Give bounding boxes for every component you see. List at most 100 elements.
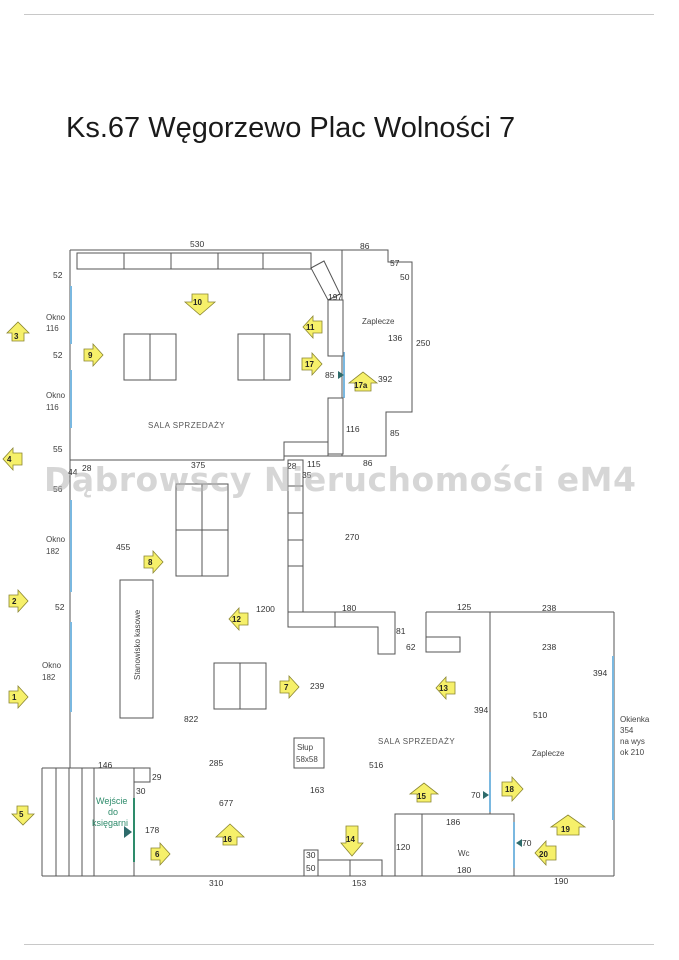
dimension-label: 116 bbox=[346, 424, 360, 434]
svg-text:17a: 17a bbox=[354, 381, 368, 390]
svg-text:12: 12 bbox=[232, 615, 241, 624]
window-labels: Okno 116 Okno 116 Okno 182 Okno 182 bbox=[42, 313, 66, 682]
dimension-label: 85 bbox=[325, 370, 335, 380]
dimension-label: 238 bbox=[542, 603, 556, 613]
dimension-label: 62 bbox=[406, 642, 416, 652]
window-label: Okno bbox=[42, 661, 62, 670]
dimension-label: 44 bbox=[68, 467, 78, 477]
dimension-label: 178 bbox=[145, 825, 159, 835]
okienka-label-4: ok 210 bbox=[620, 748, 645, 757]
dimensions: 530 86 57 50 52 197 136 250 52 85 392 11… bbox=[53, 239, 607, 888]
dimension-label: 55 bbox=[53, 444, 63, 454]
dimension-label: 50 bbox=[306, 863, 316, 873]
dimension-label: 136 bbox=[388, 333, 402, 343]
arrow-11[interactable]: 11 bbox=[302, 314, 323, 340]
dimension-label: 180 bbox=[342, 603, 356, 613]
arrow-20[interactable]: 20 bbox=[534, 839, 557, 867]
arrow-17[interactable]: 17 bbox=[301, 351, 323, 377]
arrow-18[interactable]: 18 bbox=[501, 775, 524, 803]
svg-text:10: 10 bbox=[193, 298, 202, 307]
arrow-5[interactable]: 5 bbox=[11, 805, 35, 826]
room-labels: SALA SPRZEDAŻY SALA SPRZEDAŻY Zaplecze Z… bbox=[92, 317, 650, 858]
dimension-label: 510 bbox=[533, 710, 547, 720]
svg-text:19: 19 bbox=[561, 825, 570, 834]
svg-text:11: 11 bbox=[306, 323, 315, 332]
room-sala-top: SALA SPRZEDAŻY bbox=[148, 421, 225, 430]
svg-text:8: 8 bbox=[148, 558, 153, 567]
svg-text:14: 14 bbox=[346, 835, 355, 844]
svg-text:2: 2 bbox=[12, 597, 17, 606]
dimension-label: 28 bbox=[82, 463, 92, 473]
svg-text:16: 16 bbox=[223, 835, 232, 844]
svg-text:6: 6 bbox=[155, 850, 160, 859]
dimension-label: 190 bbox=[554, 876, 568, 886]
arrow-19[interactable]: 19 bbox=[549, 814, 587, 836]
dimension-label: 115 bbox=[307, 459, 321, 469]
arrow-6[interactable]: 6 bbox=[150, 841, 171, 867]
furniture bbox=[76, 252, 522, 847]
arrow-16[interactable]: 16 bbox=[214, 823, 246, 846]
okienka-label-3: na wys bbox=[620, 737, 645, 746]
arrow-10[interactable]: 10 bbox=[183, 293, 217, 316]
dimension-label: 85 bbox=[390, 428, 400, 438]
dimension-label: 120 bbox=[396, 842, 410, 852]
arrow-17a[interactable]: 17a bbox=[347, 371, 379, 392]
dimension-label: 35 bbox=[302, 470, 312, 480]
dimension-label: 677 bbox=[219, 798, 233, 808]
arrow-2[interactable]: 2 bbox=[8, 588, 29, 614]
dimension-label: 56 bbox=[53, 484, 63, 494]
arrow-15[interactable]: 15 bbox=[408, 782, 440, 803]
window-label: 182 bbox=[42, 673, 56, 682]
arrow-1[interactable]: 1 bbox=[8, 684, 29, 710]
dimension-label: 81 bbox=[396, 626, 406, 636]
dimension-label: 394 bbox=[474, 705, 488, 715]
page-title: Ks.67 Węgorzewo Plac Wolności 7 bbox=[66, 112, 516, 144]
dimension-label: 822 bbox=[184, 714, 198, 724]
arrow-8[interactable]: 8 bbox=[143, 549, 164, 575]
dimension-label: 180 bbox=[457, 865, 471, 875]
svg-text:4: 4 bbox=[7, 455, 12, 464]
dimension-label: 163 bbox=[310, 785, 324, 795]
window-label: 182 bbox=[46, 547, 60, 556]
dimension-label: 392 bbox=[378, 374, 392, 384]
pillar-label-1: Słup bbox=[297, 743, 314, 752]
windows bbox=[70, 286, 614, 868]
entry-label-1: Wejście bbox=[96, 796, 127, 806]
dimension-label: 455 bbox=[116, 542, 130, 552]
dimension-label: 394 bbox=[593, 668, 607, 678]
dimension-label: 125 bbox=[457, 602, 471, 612]
window-label: 116 bbox=[46, 403, 59, 412]
okienka-label-1: Okienka bbox=[620, 715, 650, 724]
dimension-label: 52 bbox=[53, 350, 63, 360]
dimension-label: 70 bbox=[471, 790, 481, 800]
dimension-label: 186 bbox=[446, 817, 460, 827]
svg-text:9: 9 bbox=[88, 351, 93, 360]
arrow-12[interactable]: 12 bbox=[228, 606, 249, 632]
svg-text:17: 17 bbox=[305, 360, 314, 369]
arrow-14[interactable]: 14 bbox=[340, 825, 364, 857]
entry-label-3: księgarni bbox=[92, 818, 128, 828]
okienka-label-2: 354 bbox=[620, 726, 634, 735]
photo-arrows[interactable]: 1 2 6 7 8 9 17 18 20 11 12 13 4 3 15 16 … bbox=[2, 293, 587, 867]
dimension-label: 52 bbox=[53, 270, 63, 280]
svg-text:15: 15 bbox=[417, 792, 426, 801]
window-label: Okno bbox=[46, 535, 66, 544]
pillar-label-2: 58x58 bbox=[296, 755, 318, 764]
arrow-4[interactable]: 4 bbox=[2, 446, 23, 472]
dimension-label: 285 bbox=[209, 758, 223, 768]
arrow-3[interactable]: 3 bbox=[6, 321, 30, 342]
svg-text:20: 20 bbox=[539, 850, 548, 859]
dimension-label: 375 bbox=[191, 460, 205, 470]
arrow-13[interactable]: 13 bbox=[435, 675, 456, 701]
room-sala-bottom: SALA SPRZEDAŻY bbox=[378, 737, 455, 746]
dimension-label: 146 bbox=[98, 760, 112, 770]
dimension-label: 52 bbox=[55, 602, 65, 612]
dimension-label: 86 bbox=[360, 241, 370, 251]
arrow-9[interactable]: 9 bbox=[83, 342, 104, 368]
svg-text:7: 7 bbox=[284, 683, 289, 692]
dimension-label: 1200 bbox=[256, 604, 275, 614]
arrow-7[interactable]: 7 bbox=[279, 674, 300, 700]
top-rule bbox=[24, 14, 654, 15]
svg-text:13: 13 bbox=[439, 684, 448, 693]
